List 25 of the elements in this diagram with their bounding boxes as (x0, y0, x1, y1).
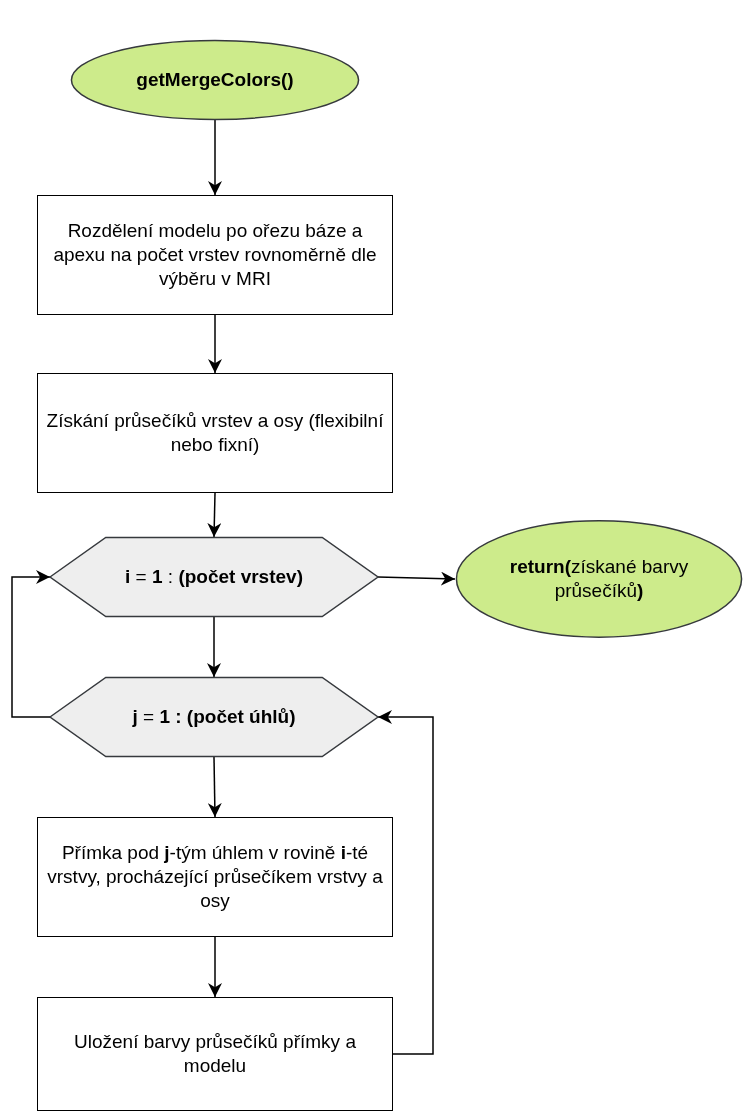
arrow (207, 756, 222, 818)
arrow (377, 710, 434, 1055)
terminal-ellipse (70, 40, 360, 120)
node-text: return(získané barvy průsečíků) (508, 555, 690, 603)
arrow (207, 492, 222, 538)
node-text: Přímka pod j-tým úhlem v rovině i-té vrstvy, procházející průsečíkem vrstvy a osy (46, 841, 384, 913)
process-box (37, 997, 393, 1111)
node-text: Uložení barvy průsečíků přímky a modelu (73, 1030, 357, 1078)
arrow (377, 571, 456, 586)
loop-hexagon (50, 677, 378, 757)
node-text: getMergeColors() (136, 68, 294, 92)
process-box (37, 373, 393, 493)
node-text: j = 1 : (počet úhlů) (132, 705, 296, 729)
process-box (37, 195, 393, 315)
process-box (37, 817, 393, 937)
node-text: i = 1 : (počet vrstev) (125, 565, 303, 589)
node-text: Rozdělení modelu po ořezu báze a apexu na počet vrstev rovnoměrně dle výběru v MRI (52, 219, 378, 291)
arrow (208, 119, 222, 196)
arrow (208, 936, 222, 998)
node-text: Získání průsečíků vrstev a osy (flexibilní nebo fixní) (46, 409, 384, 457)
terminal-ellipse (455, 520, 743, 638)
arrow (11, 570, 51, 718)
arrow (208, 314, 222, 374)
arrow (207, 616, 221, 678)
loop-hexagon (50, 537, 378, 617)
